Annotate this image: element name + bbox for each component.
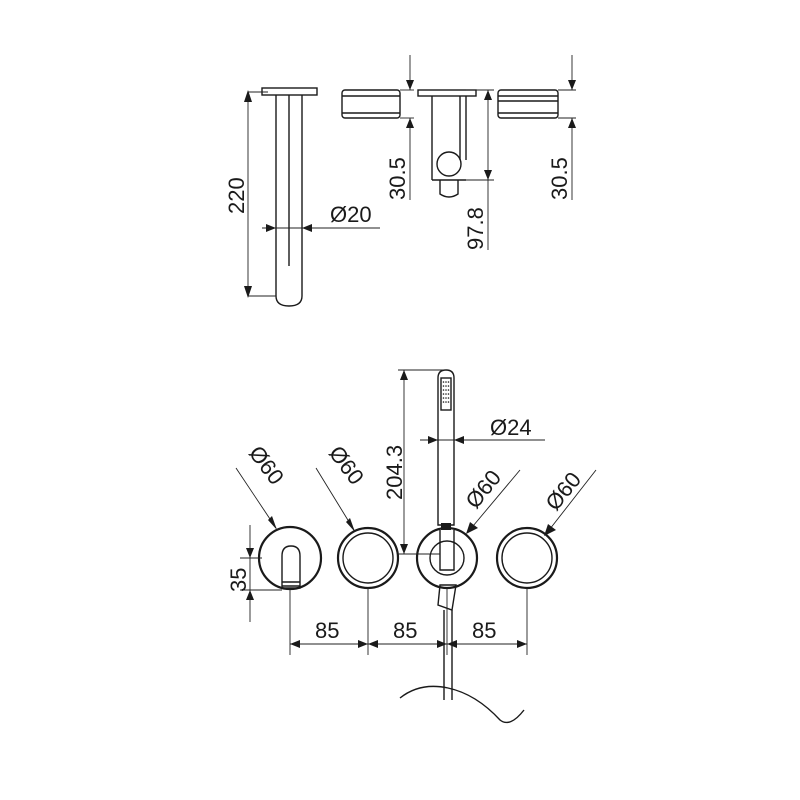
dim-valve-1-diameter-label: Ø60 — [324, 441, 369, 489]
bracket-plate — [417, 89, 477, 97]
dim-valve-2-diameter: Ø60 — [540, 467, 597, 536]
dim-spacing-row: 85 85 85 — [289, 588, 528, 655]
handshower-body — [437, 369, 455, 526]
dim-handshower-diameter-label: Ø24 — [490, 415, 532, 440]
spout-wall-plate — [261, 87, 318, 96]
dim-handshower-length: 204.3 — [382, 369, 446, 555]
spray-nozzles — [442, 381, 450, 403]
dim-spout-diameter: Ø20 — [262, 202, 380, 232]
valve-rosette-side-view-left — [341, 89, 401, 119]
dim-spacing-3-label: 85 — [472, 618, 496, 643]
valve-2-outer-ring — [495, 526, 559, 590]
dim-valve-2-diameter-label: Ø60 — [540, 467, 586, 515]
break-line — [399, 685, 525, 724]
spout-rosette-front — [257, 525, 323, 591]
dim-rosette-depth-right: 30.5 — [547, 55, 576, 200]
dim-rosette-depth-left: 30.5 — [385, 55, 414, 200]
dim-spout-rosette-diameter-label: Ø60 — [244, 441, 289, 489]
handshower-holder-front — [415, 526, 479, 590]
dim-valve-1-diameter: Ø60 — [315, 441, 369, 532]
rosette-body-right — [497, 89, 559, 119]
rosette-body-left — [341, 89, 401, 119]
dim-spout-length: 220 — [224, 90, 276, 298]
valve-rosette-side-view-right — [497, 89, 559, 119]
bracket-knob — [436, 151, 462, 177]
handshower-logo-badge — [441, 523, 451, 530]
spout-front-body — [281, 545, 301, 589]
dim-handshower-length-label: 204.3 — [382, 445, 407, 500]
valve-1-outer-ring — [336, 526, 400, 590]
dim-spout-diameter-label: Ø20 — [330, 202, 372, 227]
handshower-grip — [439, 530, 455, 571]
holder-inner-ring — [429, 540, 465, 576]
dim-bracket-depth: 97.8 — [463, 89, 494, 250]
dim-holder-diameter: Ø60 — [460, 465, 521, 534]
valve-2-front — [495, 526, 559, 590]
valve-1-front — [336, 526, 400, 590]
dim-handshower-diameter: Ø24 — [420, 415, 545, 444]
dim-spacing-1-label: 85 — [315, 618, 339, 643]
valve-2-inner-ring — [501, 532, 553, 584]
dim-spout-rosette-diameter: Ø60 — [235, 441, 289, 530]
bracket-clip — [439, 180, 459, 198]
valve-1-inner-ring — [342, 532, 394, 584]
holder-bracket-side-view — [417, 89, 477, 198]
spout-side-view — [261, 87, 318, 307]
dim-holder-diameter-label: Ø60 — [460, 465, 506, 513]
handshower-front — [437, 369, 457, 700]
dim-spout-length-label: 220 — [224, 177, 249, 214]
dim-spout-offset: 35 — [226, 525, 282, 622]
dim-rosette-depth-right-label: 30.5 — [547, 157, 572, 200]
dim-spout-offset-label: 35 — [226, 568, 251, 592]
dim-spacing-2-label: 85 — [393, 618, 417, 643]
spout-rosette-ring — [257, 525, 323, 591]
spout-tip — [275, 295, 303, 307]
handshower-spray-face — [440, 377, 452, 411]
holder-outer-ring — [415, 526, 479, 590]
dim-rosette-depth-left-label: 30.5 — [385, 157, 410, 200]
dim-bracket-depth-label: 97.8 — [463, 207, 488, 250]
